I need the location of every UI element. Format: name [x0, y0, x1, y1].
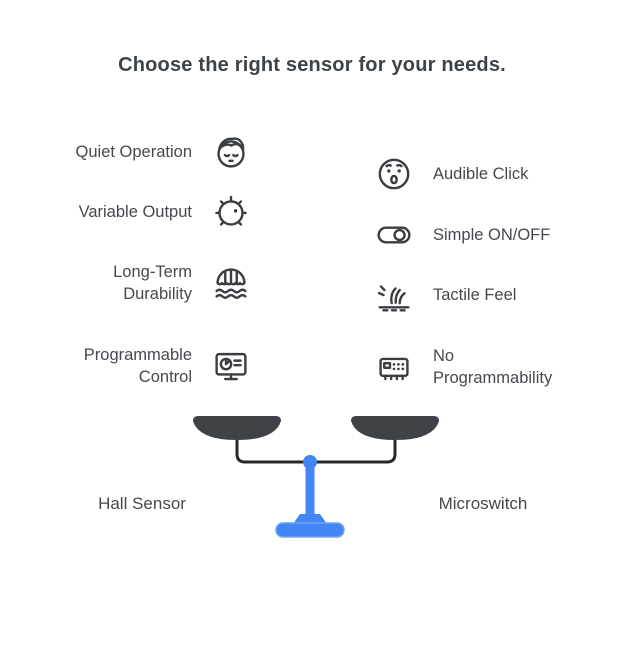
dial-icon [208, 189, 254, 235]
feature-row-no-programmability: No Programmability [371, 343, 595, 391]
scale-base [275, 522, 345, 538]
feature-row-durability: Long-Term Durability [30, 259, 254, 307]
circuit-board-icon [371, 344, 417, 390]
feature-label: Quiet Operation [75, 142, 192, 161]
monitor-chart-icon [208, 343, 254, 389]
feature-row-quiet-operation: Quiet Operation [30, 128, 254, 176]
feature-label: Variable Output [78, 202, 192, 221]
feature-label: Programmable Control [83, 345, 192, 386]
right-side-label: Microswitch [438, 494, 528, 513]
feature-row-variable-output: Variable Output [30, 188, 254, 236]
scale-arm-left [235, 432, 312, 464]
tapping-hand-icon [371, 272, 417, 318]
feature-label: No Programmability [433, 346, 553, 387]
scale-pan-right [351, 416, 439, 440]
canopy-waves-icon [208, 260, 254, 306]
surprised-face-icon [371, 151, 417, 197]
page-title: Choose the right sensor for your needs. [118, 54, 506, 76]
balance-scale-illustration [193, 416, 439, 538]
scale-pole [305, 462, 315, 524]
feature-row-audible-click: Audible Click [371, 150, 595, 198]
feature-label: Simple ON/OFF [433, 225, 551, 244]
feature-label: Tactile Feel [433, 285, 517, 304]
feature-row-programmable-control: Programmable Control [30, 342, 254, 390]
scale-pivot [303, 455, 317, 469]
feature-label: Long-Term Durability [113, 262, 192, 303]
scale-pole-flare [293, 514, 327, 524]
toggle-switch-icon [371, 212, 417, 258]
feature-row-tactile-feel: Tactile Feel [371, 271, 595, 319]
feature-label: Audible Click [433, 164, 529, 183]
calm-face-icon [208, 129, 254, 175]
scale-pan-left [193, 416, 281, 440]
left-side-label: Hall Sensor [98, 494, 186, 513]
scale-arm-right [308, 432, 397, 464]
feature-row-simple-onoff: Simple ON/OFF [371, 211, 595, 259]
